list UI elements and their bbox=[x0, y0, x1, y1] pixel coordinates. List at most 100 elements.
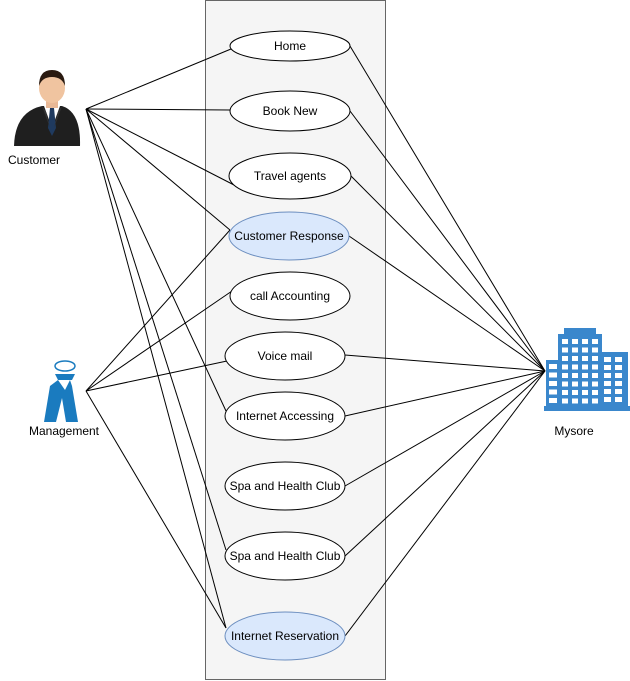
building-part bbox=[582, 347, 588, 353]
association-management-voice-mail bbox=[85, 360, 228, 392]
building-part bbox=[615, 357, 622, 362]
use-case-label: Spa and Health Club bbox=[230, 549, 341, 563]
association-management-call-accounting bbox=[85, 290, 233, 392]
building-part bbox=[592, 398, 598, 404]
use-case-home[interactable]: Home bbox=[229, 30, 351, 62]
association-mysore-spa-health-club-1 bbox=[344, 370, 546, 487]
building-part bbox=[592, 373, 598, 378]
building-part bbox=[572, 390, 578, 395]
building-part bbox=[572, 373, 578, 378]
use-case-customer-response[interactable]: Customer Response bbox=[228, 211, 350, 261]
association-mysore-book-new bbox=[349, 110, 546, 372]
building-part bbox=[582, 356, 588, 361]
association-customer-customer-response bbox=[85, 108, 231, 231]
building-part bbox=[592, 356, 598, 361]
use-case-call-accounting[interactable]: call Accounting bbox=[229, 271, 351, 321]
use-case-label: Travel agents bbox=[254, 169, 326, 183]
building-part bbox=[592, 339, 598, 344]
building-part bbox=[562, 339, 568, 344]
building-part bbox=[562, 347, 568, 353]
association-mysore-customer-response bbox=[348, 235, 546, 372]
building-part bbox=[582, 398, 588, 404]
use-case-spa-health-club-2[interactable]: Spa and Health Club bbox=[224, 531, 346, 581]
building-part bbox=[562, 373, 568, 378]
building-part bbox=[572, 339, 578, 344]
use-case-label: Voice mail bbox=[258, 349, 313, 363]
association-mysore-travel-agents bbox=[350, 175, 546, 372]
businessman-icon bbox=[14, 70, 81, 146]
building-part bbox=[615, 365, 622, 370]
use-case-label: call Accounting bbox=[250, 289, 330, 303]
building-part bbox=[549, 364, 557, 369]
building-part bbox=[562, 398, 568, 404]
building-icon bbox=[544, 328, 630, 411]
actor-label: Management bbox=[29, 424, 100, 438]
use-case-label: Customer Response bbox=[234, 229, 344, 243]
use-case-label: Home bbox=[274, 39, 306, 53]
building-part bbox=[572, 398, 578, 404]
use-case-label: Spa and Health Club bbox=[230, 479, 341, 493]
use-case-label: Internet Accessing bbox=[236, 409, 334, 423]
building-part bbox=[604, 381, 611, 386]
building-part bbox=[615, 389, 622, 394]
association-mysore-internet-reservation bbox=[344, 370, 546, 637]
building-part bbox=[572, 356, 578, 361]
actor-label: Customer bbox=[8, 153, 60, 167]
building-part bbox=[572, 347, 578, 353]
building-part bbox=[562, 381, 568, 387]
building-part bbox=[582, 381, 588, 387]
use-case-book-new[interactable]: Book New bbox=[229, 90, 351, 132]
actor-label: Mysore bbox=[554, 424, 594, 438]
building-part bbox=[564, 328, 596, 336]
association-management-customer-response bbox=[85, 229, 231, 392]
manager-icon bbox=[44, 360, 78, 422]
use-case-voice-mail[interactable]: Voice mail bbox=[224, 331, 346, 381]
building-part bbox=[615, 381, 622, 386]
building-part bbox=[604, 397, 611, 402]
building-part bbox=[604, 389, 611, 394]
building-part bbox=[604, 373, 611, 378]
actor-customer[interactable]: Customer bbox=[8, 70, 81, 167]
building-part bbox=[604, 357, 611, 362]
building-part bbox=[562, 356, 568, 361]
building-part bbox=[592, 347, 598, 353]
building-part bbox=[549, 381, 557, 386]
building-part bbox=[592, 364, 598, 370]
association-mysore-voice-mail bbox=[344, 354, 546, 372]
building-part bbox=[549, 389, 557, 395]
association-customer-travel-agents bbox=[85, 108, 237, 187]
building-part bbox=[615, 373, 622, 378]
building-part bbox=[544, 406, 630, 411]
association-customer-home bbox=[85, 48, 232, 110]
building-part bbox=[549, 398, 557, 403]
use-case-label: Book New bbox=[263, 104, 318, 118]
building-part bbox=[604, 365, 611, 370]
building-part bbox=[562, 390, 568, 395]
building-part bbox=[582, 339, 588, 344]
building-part bbox=[592, 381, 598, 387]
building-part bbox=[615, 397, 622, 402]
actor-mysore[interactable]: Mysore bbox=[544, 328, 630, 438]
building-part bbox=[592, 390, 598, 395]
association-mysore-internet-accessing bbox=[344, 370, 546, 417]
association-management-internet-reservation bbox=[85, 390, 227, 629]
association-mysore-home bbox=[349, 45, 546, 372]
association-customer-spa-health-club-2 bbox=[85, 108, 227, 551]
association-lines bbox=[85, 45, 546, 637]
use-case-internet-accessing[interactable]: Internet Accessing bbox=[224, 391, 346, 441]
building-part bbox=[582, 390, 588, 395]
building-part bbox=[582, 364, 588, 370]
building-part bbox=[549, 372, 557, 378]
building-part bbox=[582, 373, 588, 378]
use-case-spa-health-club-1[interactable]: Spa and Health Club bbox=[224, 461, 346, 511]
association-customer-internet-reservation bbox=[85, 108, 227, 629]
use-case-travel-agents[interactable]: Travel agents bbox=[228, 152, 352, 200]
building-part bbox=[572, 381, 578, 387]
building-part bbox=[562, 364, 568, 370]
association-mysore-spa-health-club-2 bbox=[344, 370, 546, 557]
building-part bbox=[572, 364, 578, 370]
use-case-internet-reservation[interactable]: Internet Reservation bbox=[224, 611, 346, 661]
association-customer-book-new bbox=[85, 108, 231, 111]
actor-management[interactable]: Management bbox=[29, 360, 100, 438]
